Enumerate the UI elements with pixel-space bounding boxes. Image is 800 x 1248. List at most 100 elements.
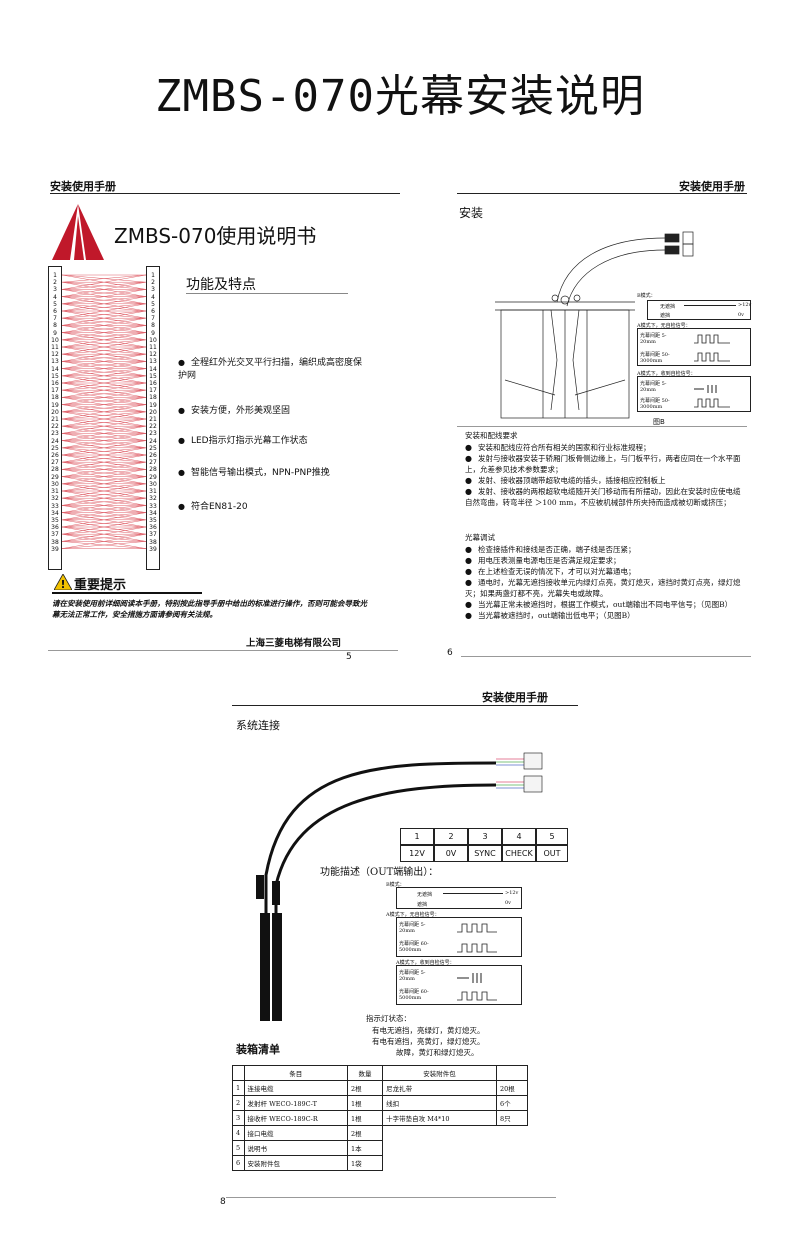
- pin-number-cell: 4: [502, 828, 536, 845]
- warning-rule: [52, 592, 202, 594]
- beam-line: [62, 461, 146, 470]
- channel-number: 16: [149, 380, 157, 388]
- beam-line: [62, 404, 146, 413]
- a-mode-recv-label: A模式下，收到自检信号：: [637, 371, 696, 377]
- beam-line: [62, 519, 146, 528]
- feature-item: 安装方便，外形美观坚固: [178, 404, 368, 418]
- b-mode-box: 无遮挡 遮挡 >12v 0v: [647, 300, 751, 320]
- beam-line: [62, 339, 146, 348]
- channel-number: 7: [151, 315, 155, 323]
- pin-number-cell: 3: [468, 828, 502, 845]
- channel-number: 21: [51, 416, 59, 424]
- svg-text:!: !: [60, 578, 65, 590]
- wiring-item: 发射、接收器的两根超软电缆随开关门移动而有所摆动，因此在安装时应使电缆自然弯曲，…: [465, 486, 745, 508]
- debug-item: 在上述检查无误的情况下，才可以对光幕通电；: [465, 566, 745, 577]
- b-mode-box: 无遮挡 遮挡 >12v 0v: [396, 887, 522, 909]
- indicator-line: 有电无遮挡，亮绿灯，黄灯熄灭。: [372, 1026, 485, 1035]
- v12-label: >12v: [505, 890, 519, 896]
- beam-line: [62, 454, 146, 470]
- a-mode-self-box: 光幕间距 5-20mm 光幕间距 50-3000mm: [637, 328, 751, 366]
- page6-section-title: 安装: [459, 206, 484, 220]
- channel-number: 38: [149, 538, 157, 546]
- channel-number: 9: [151, 329, 155, 337]
- channel-number: 21: [149, 416, 157, 424]
- indicator-line: 有电有遮挡，亮黄灯，绿灯熄灭。: [372, 1037, 485, 1046]
- beam-line: [62, 346, 146, 355]
- page8-header: 安装使用手册: [482, 691, 548, 704]
- beam-line: [62, 490, 146, 506]
- pin-label-cell: OUT: [536, 845, 568, 862]
- packing-table: 条目 数量 安装附件包 1 连接电缆 2根 尼龙扎带 20根 2 发射杆 WEC…: [232, 1065, 529, 1171]
- beam-line: [62, 461, 146, 477]
- pulse-signal: [457, 973, 497, 1001]
- packing-cell: [496, 1156, 527, 1171]
- beam-line: [62, 310, 146, 326]
- channel-number: 2: [53, 279, 57, 287]
- packing-cell: 尼龙扎带: [382, 1080, 497, 1096]
- channel-number: 24: [149, 437, 157, 445]
- wiring-item: 发射与接收器安装于轿厢门板骨侧边缘上，与门板平行，两者应同在一个水平面上，允差参…: [465, 453, 745, 475]
- beam-line: [62, 296, 146, 305]
- debug-list: 检查接插件和接线是否正确，端子线是否压紧； 用电压表测量电源电压是否满足规定要求…: [465, 544, 745, 621]
- packing-cell: 2根: [346, 1125, 384, 1141]
- wiring-item: 发射、接收器顶端带超软电缆的插头，插接相应控制板上: [465, 475, 745, 486]
- manual-page-8: 安装使用手册 系统连接 1 2 3 4: [220, 685, 580, 1215]
- packing-header-cell: 条目: [243, 1065, 348, 1081]
- range-short-label: 光幕间距 5-20mm: [399, 922, 426, 934]
- wiring-title: 安装和配线要求: [465, 431, 518, 440]
- packing-cell: 1根: [346, 1095, 384, 1111]
- wiring-item: 安装和配线应符合所有相关的国家和行业标准规程；: [465, 442, 745, 453]
- channel-number: 6: [53, 308, 57, 316]
- channel-number: 35: [51, 516, 59, 524]
- page5-header: 安装使用手册: [50, 180, 116, 193]
- packing-cell: 3: [232, 1110, 245, 1126]
- packing-cell: 8只: [495, 1110, 529, 1126]
- pin-number-row: 1 2 3 4 5: [400, 828, 568, 845]
- beam-line: [62, 433, 146, 441]
- beam-line: [62, 490, 146, 499]
- beam-line: [62, 476, 146, 485]
- debug-item: 通电时，光幕无遮挡接收单元内绿灯点亮，黄灯熄灭，遮挡时黄灯点亮，绿灯熄灭；如果两…: [465, 577, 745, 599]
- packing-cell: 接收杆 WECO-189C-R: [243, 1110, 348, 1126]
- channel-number: 30: [149, 480, 157, 488]
- wiring-list: 安装和配线应符合所有相关的国家和行业标准规程； 发射与接收器安装于轿厢门板骨侧边…: [465, 442, 745, 508]
- channel-number: 27: [51, 459, 59, 467]
- packing-cell: 接口电缆: [243, 1125, 348, 1141]
- beam-line: [62, 289, 146, 305]
- beam-line: [62, 541, 146, 549]
- channel-number: 25: [51, 444, 59, 452]
- beam-line: [62, 497, 146, 506]
- beam-grid: [62, 274, 146, 549]
- channel-number: 23: [51, 430, 59, 438]
- features-title: 功能及特点: [186, 277, 256, 293]
- channel-number: 24: [51, 437, 59, 445]
- v12-label: >12v: [738, 302, 752, 308]
- feature-item: 全程红外光交叉平行扫描，编织成高密度保护网: [178, 356, 368, 383]
- indicator-line: 故障，黄灯和绿灯熄灭。: [396, 1048, 479, 1057]
- packing-cell: 4: [232, 1125, 245, 1141]
- channel-number: 4: [151, 293, 155, 301]
- channel-number: 37: [51, 531, 59, 539]
- beam-line: [62, 418, 146, 434]
- range-long-label: 光幕间距 60-5000mm: [399, 941, 429, 953]
- debug-item: 用电压表测量电源电压是否满足规定要求；: [465, 555, 745, 566]
- page8-number: 8: [220, 1197, 226, 1207]
- packing-cell: 2: [232, 1095, 245, 1111]
- channel-number: 5: [151, 300, 155, 308]
- page5-number: 5: [346, 652, 352, 662]
- packing-row: 6 安装附件包 1袋: [232, 1155, 528, 1171]
- channel-number: 30: [51, 480, 59, 488]
- pin-label-cell: 0V: [434, 845, 468, 862]
- channel-number: 19: [51, 401, 59, 409]
- debug-item: 当光幕被遮挡时，out端输出低电平；（见图B）: [465, 610, 745, 621]
- block-label: 遮挡: [660, 313, 671, 319]
- page6-header: 安装使用手册: [679, 180, 745, 193]
- pulse-signal: [694, 334, 730, 362]
- packing-cell: 1根: [346, 1110, 384, 1126]
- beam-line: [62, 361, 146, 369]
- beam-line: [62, 440, 146, 449]
- channel-number: 26: [149, 452, 157, 460]
- channel-number: 33: [51, 502, 59, 510]
- channel-number: 38: [51, 538, 59, 546]
